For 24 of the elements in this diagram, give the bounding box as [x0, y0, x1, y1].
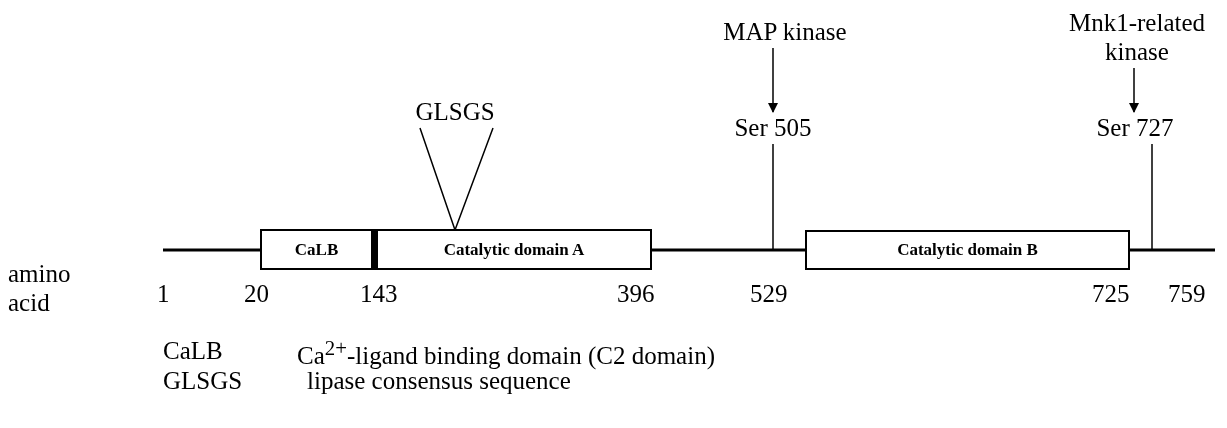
abbreviation-term: CaLB	[163, 337, 223, 366]
domain-box: Catalytic domain A	[376, 229, 652, 270]
position-number: 143	[360, 280, 398, 309]
axis-label: amino acid	[8, 260, 72, 318]
position-number: 725	[1092, 280, 1130, 309]
position-number: 759	[1168, 280, 1206, 309]
position-number: 20	[244, 280, 269, 309]
arrow	[768, 47, 778, 113]
site-label: Ser 727	[1085, 112, 1185, 144]
kinase-label: Mnk1-related kinase	[1062, 8, 1212, 68]
site-label: Ser 505	[718, 112, 828, 144]
site-tick	[1151, 143, 1153, 251]
motif-label: GLSGS	[400, 96, 510, 128]
domain-box: Catalytic domain B	[805, 230, 1130, 270]
insert-lines	[419, 127, 494, 231]
abbreviation-term: GLSGS	[163, 367, 243, 396]
position-number: 1	[157, 280, 170, 309]
kinase-label: MAP kinase	[715, 16, 855, 48]
arrow	[1129, 67, 1139, 113]
site-tick	[772, 143, 774, 251]
abbreviation-definition: Ca$^{2+}$-ligand binding domain (C2 domain)	[297, 337, 715, 372]
position-number: 396	[617, 280, 655, 309]
position-number: 529	[750, 280, 788, 309]
domain-box: CaLB	[260, 229, 373, 270]
